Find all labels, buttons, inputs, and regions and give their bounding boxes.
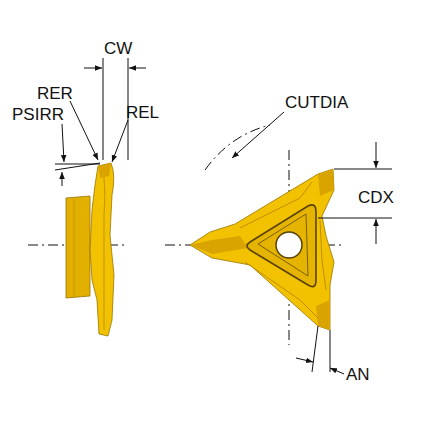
dimension-label: REL — [126, 104, 159, 121]
dimension-label: RER — [37, 85, 73, 102]
dimension-label: CDX — [358, 189, 394, 206]
side-view — [28, 58, 146, 336]
dimension-label: AN — [346, 366, 370, 383]
dimension-label: CW — [104, 40, 132, 57]
dimension-label: PSIRR — [12, 106, 64, 123]
dimension-label: CUTDIA — [285, 94, 348, 111]
front-view — [165, 112, 392, 374]
